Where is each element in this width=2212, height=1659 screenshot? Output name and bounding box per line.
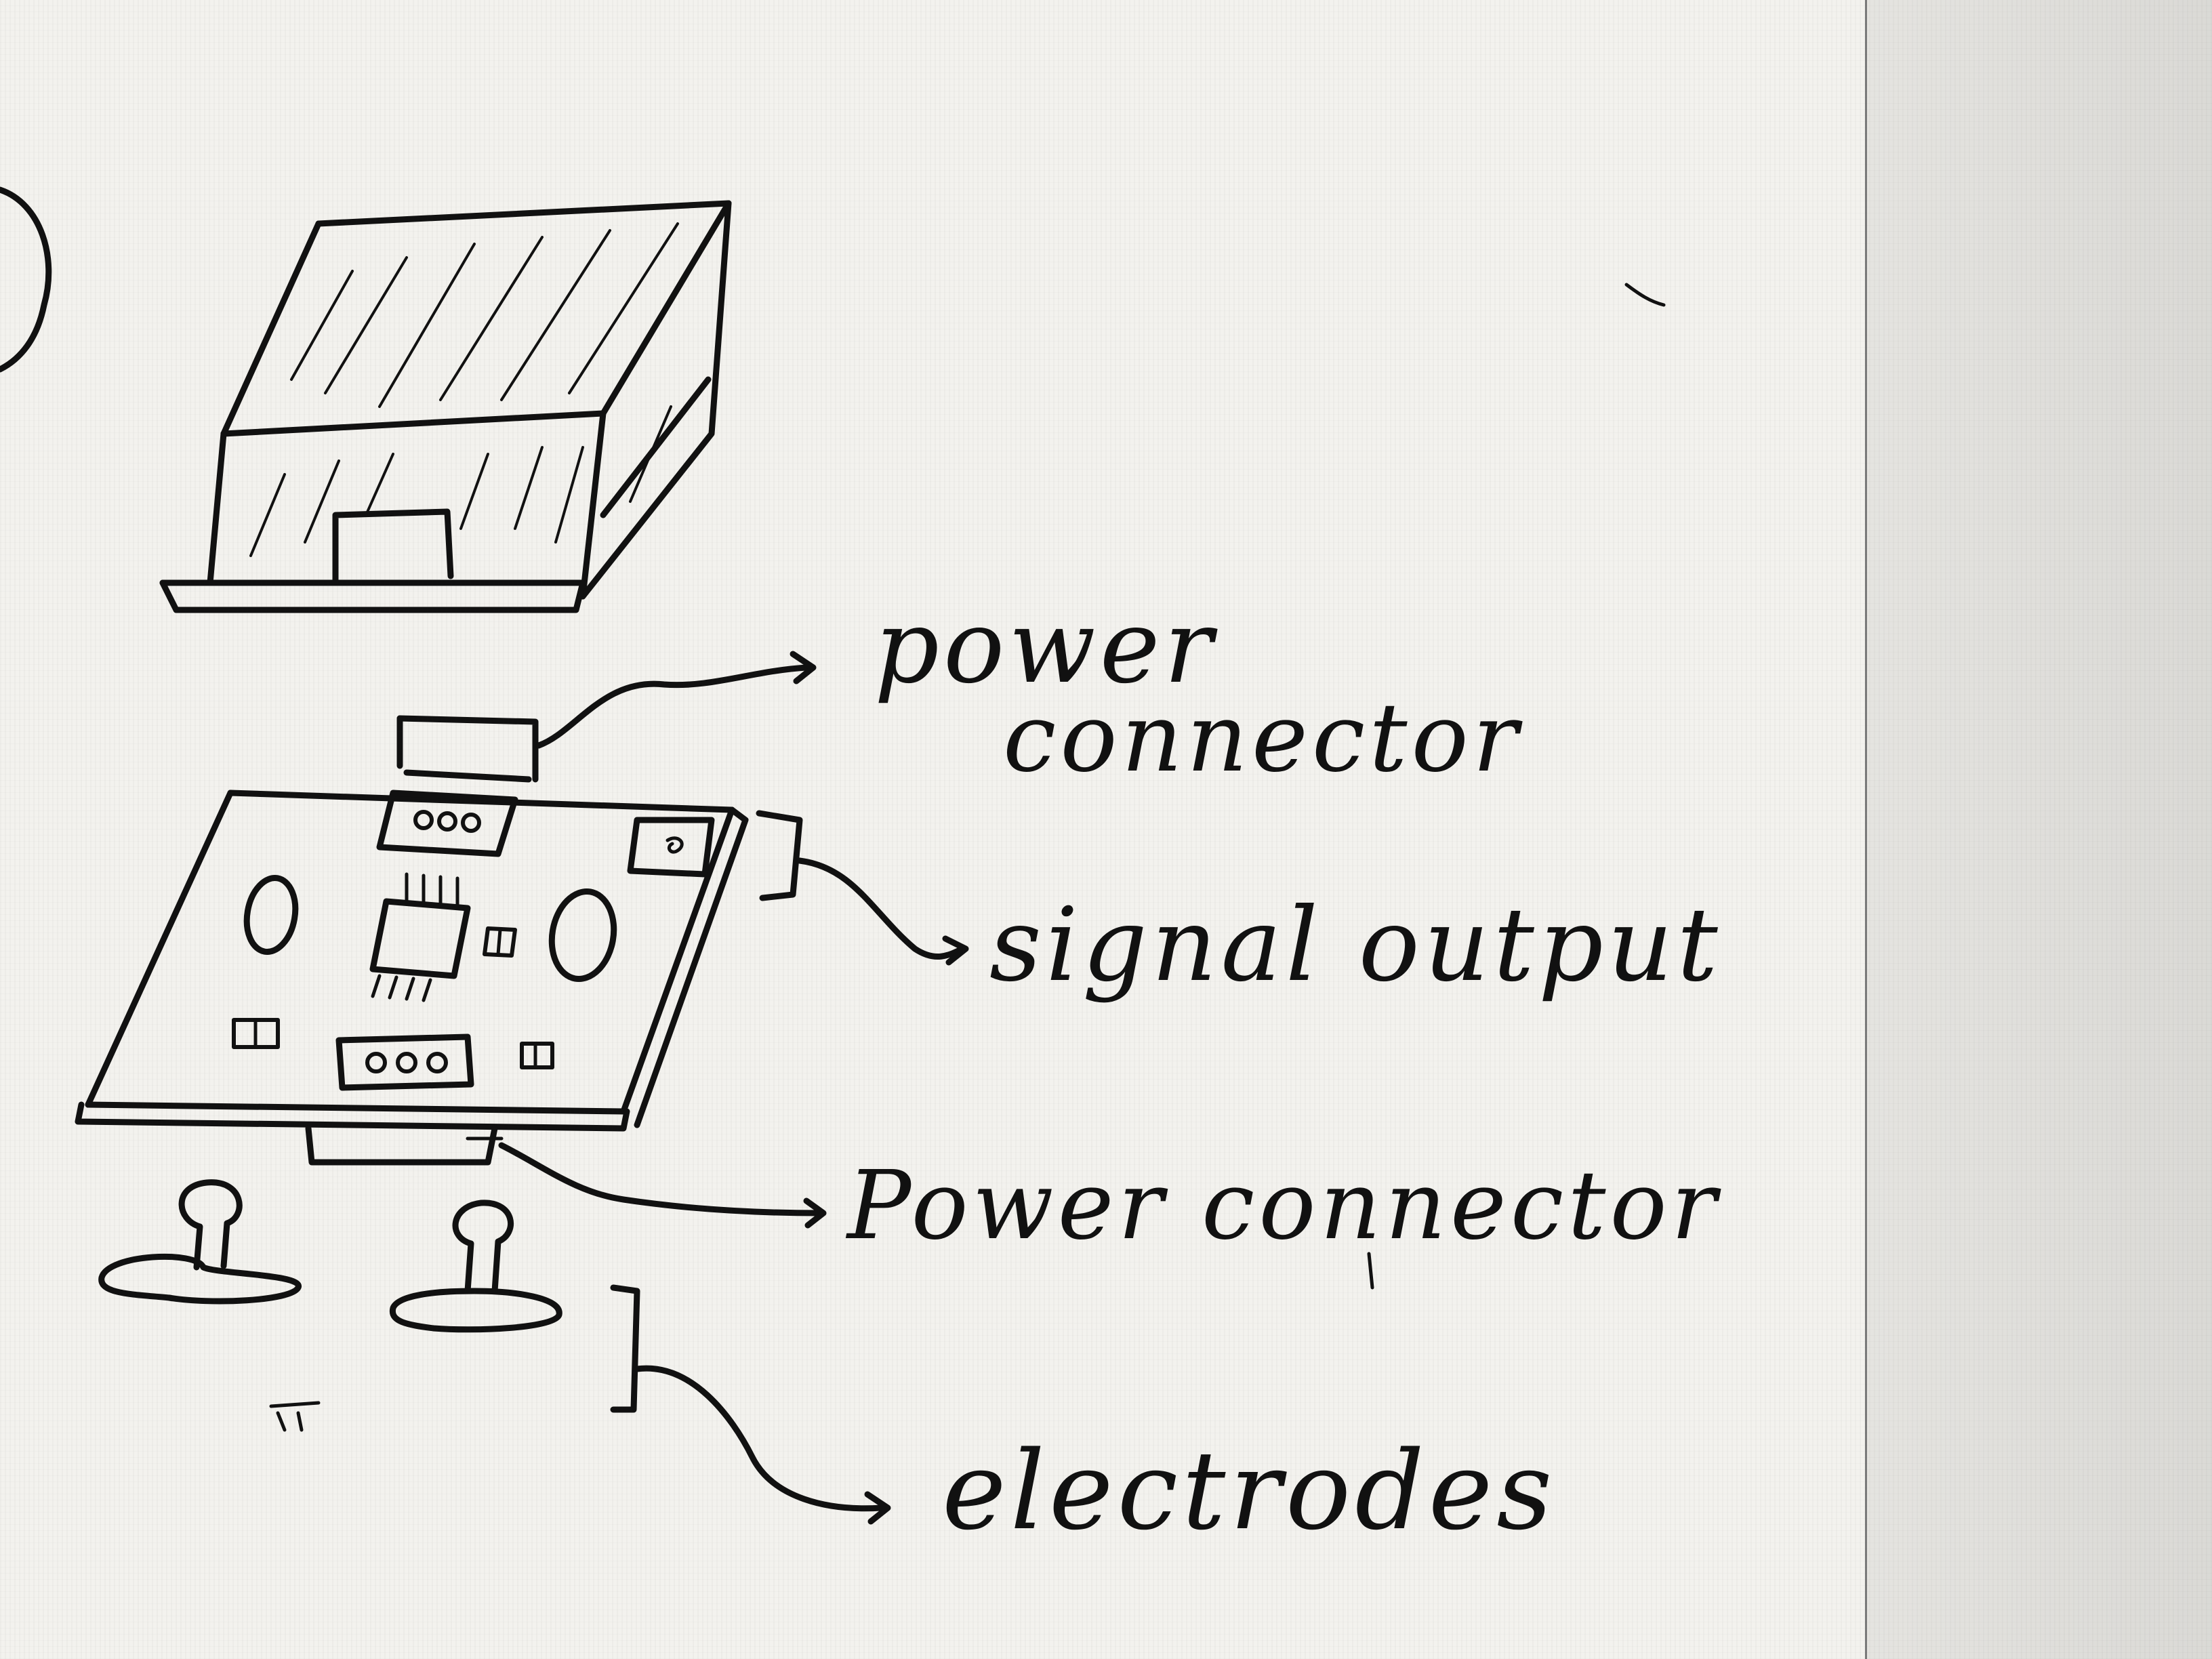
electrodes-group — [98, 1179, 640, 1413]
circuit-board — [75, 715, 803, 1166]
item-number-bracket — [0, 186, 52, 373]
arrow-power-connector-top — [535, 664, 810, 749]
stray-marks — [269, 283, 1666, 1432]
arrow-electrodes — [634, 1365, 884, 1512]
leader-arrows — [498, 651, 969, 1525]
enclosure-case — [159, 200, 732, 613]
label-power-connector-top-line1: power — [874, 588, 1217, 706]
page-fold-shadow — [1865, 0, 2212, 1659]
label-power-connector-top-line2: connector — [1003, 683, 1522, 794]
arrow-power-connector-bottom — [498, 1142, 823, 1216]
label-power-connector-bottom: Power connector — [847, 1151, 1721, 1261]
label-signal-output: signal output — [989, 886, 1722, 1004]
label-electrodes: electrodes — [942, 1427, 1557, 1554]
arrow-signal-output — [796, 857, 966, 960]
